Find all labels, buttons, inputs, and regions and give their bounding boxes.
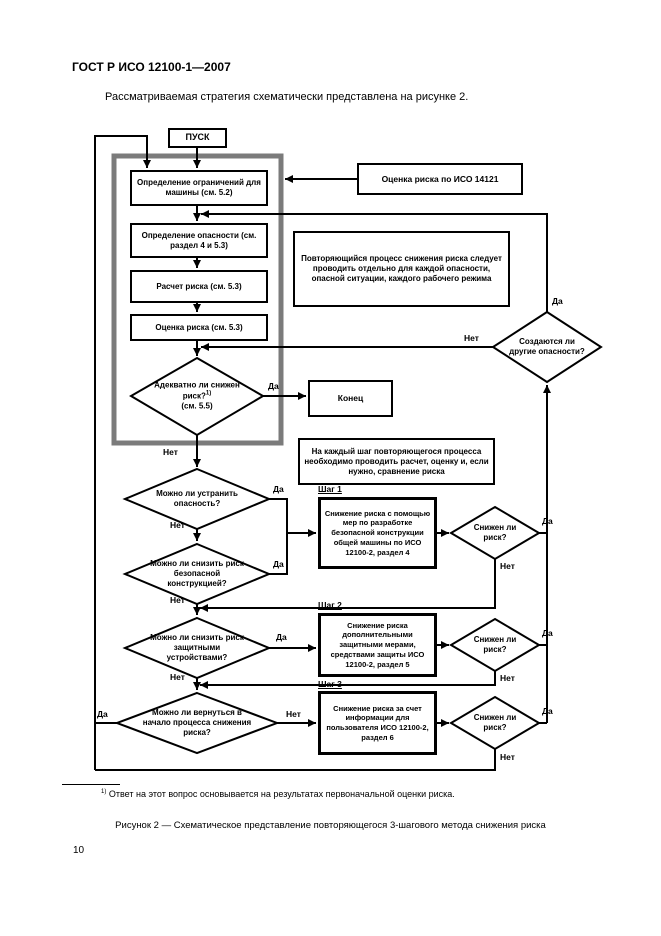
label-safeguarding: Можно ли снизить риск защитными устройст… xyxy=(150,633,244,662)
box-step2: Снижение риска дополнительными защитными… xyxy=(318,613,437,677)
label-inherent-design: Можно ли снизить риск безопасной констру… xyxy=(150,559,244,588)
doc-header: ГОСТ Р ИСО 12100-1—2007 xyxy=(72,60,231,74)
box-risk-estimation: Расчет риска (см. 5.3) xyxy=(130,270,268,303)
line-reduced1-no-return xyxy=(200,559,496,612)
no-label-reduced-3: Нет xyxy=(500,752,515,762)
diamond-other-hazards xyxy=(491,310,603,384)
no-label-safeguarding: Нет xyxy=(170,672,185,682)
line-left-feedback-loop xyxy=(94,135,151,770)
label-risk-adequate: Адекватно ли снижен риск?1) (см. 5.5) xyxy=(151,381,243,412)
no-label-eliminate: Нет xyxy=(170,520,185,530)
label-risk-reduced-1: Снижен ли риск? xyxy=(473,523,517,542)
footnote-rule xyxy=(62,784,120,785)
label-risk-reduced-3: Снижен ли риск? xyxy=(473,713,517,732)
diamond-inherent-design xyxy=(122,542,272,606)
diamond-risk-reduced-1 xyxy=(449,505,541,561)
no-label-reduced-1: Нет xyxy=(500,561,515,571)
intro-paragraph: Рассматриваемая стратегия схематически п… xyxy=(105,91,469,103)
label-other-hazards: Создаются ли другие опасности? xyxy=(509,337,585,356)
yes-label-inherent-design: Да xyxy=(273,559,284,569)
label-restart-process: Можно ли вернуться в начало процесса сни… xyxy=(142,708,252,737)
label-risk-reduced-2: Снижен ли риск? xyxy=(473,635,517,654)
diamond-risk-adequate xyxy=(129,356,265,437)
diamond-risk-reduced-3 xyxy=(449,695,541,751)
diamond-risk-reduced-2 xyxy=(449,617,541,673)
footnote: 1) Ответ на этот вопрос основывается на … xyxy=(101,789,455,799)
step3-label: Шаг 3 xyxy=(318,679,342,689)
line-yes-merge-step1 xyxy=(269,498,288,575)
step1-label: Шаг 1 xyxy=(318,484,342,494)
diamond-restart-process xyxy=(114,691,280,755)
line-reduced3-no-bottom xyxy=(95,749,496,771)
step2-label: Шаг 2 xyxy=(318,600,342,610)
no-label-other-hazards: Нет xyxy=(464,333,479,343)
footnote-text: Ответ на этот вопрос основывается на рез… xyxy=(108,789,455,799)
no-label-restart: Нет xyxy=(286,709,301,719)
box-risk-evaluation: Оценка риска (см. 5.3) xyxy=(130,314,268,341)
label-risk-adequate-ref: (см. 5.5) xyxy=(181,401,213,411)
diamond-safeguarding xyxy=(122,616,272,680)
box-hazard-identification: Определение опасности (см. раздел 4 и 5.… xyxy=(130,223,268,258)
no-label-reduced-2: Нет xyxy=(500,673,515,683)
footnote-marker: 1) xyxy=(101,789,107,795)
label-risk-adequate-sup: 1) xyxy=(205,390,212,397)
end-node: Конец xyxy=(308,380,393,417)
yes-label-restart: Да xyxy=(97,709,108,719)
line-reduced2-no-return xyxy=(200,671,496,689)
yes-label-reduced-2: Да xyxy=(542,628,553,638)
yes-label-eliminate: Да xyxy=(273,484,284,494)
box-step3: Снижение риска за счет информации для по… xyxy=(318,691,437,755)
note-each-step: На каждый шаг повторяющегося процесса не… xyxy=(298,438,495,485)
no-label-inherent-design: Нет xyxy=(170,595,185,605)
figure-caption: Рисунок 2 — Схематическое представление … xyxy=(115,820,546,831)
box-iso14121: Оценка риска по ИСО 14121 xyxy=(357,163,523,195)
page-number: 10 xyxy=(73,845,85,856)
yes-label-safeguarding: Да xyxy=(276,632,287,642)
yes-label-reduced-3: Да xyxy=(542,706,553,716)
line-otherhazards-yes-return xyxy=(201,210,548,312)
box-step1: Снижение риска с помощью мер по разработ… xyxy=(318,497,437,569)
note-iterative-process: Повторяющийся процесс снижения риска сле… xyxy=(293,231,510,307)
start-node: ПУСК xyxy=(168,128,227,148)
box-machine-limits: Определение ограничений для машины (см. … xyxy=(130,170,268,206)
yes-label-other-hazards: Да xyxy=(552,296,563,306)
yes-label-reduced-1: Да xyxy=(542,516,553,526)
no-label-adequate: Нет xyxy=(163,447,178,457)
label-risk-adequate-text: Адекватно ли снижен риск? xyxy=(154,380,240,401)
yes-label-adequate: Да xyxy=(268,381,279,391)
label-eliminate-hazard: Можно ли устранить опасность? xyxy=(156,489,238,508)
diamond-eliminate-hazard xyxy=(122,467,272,531)
